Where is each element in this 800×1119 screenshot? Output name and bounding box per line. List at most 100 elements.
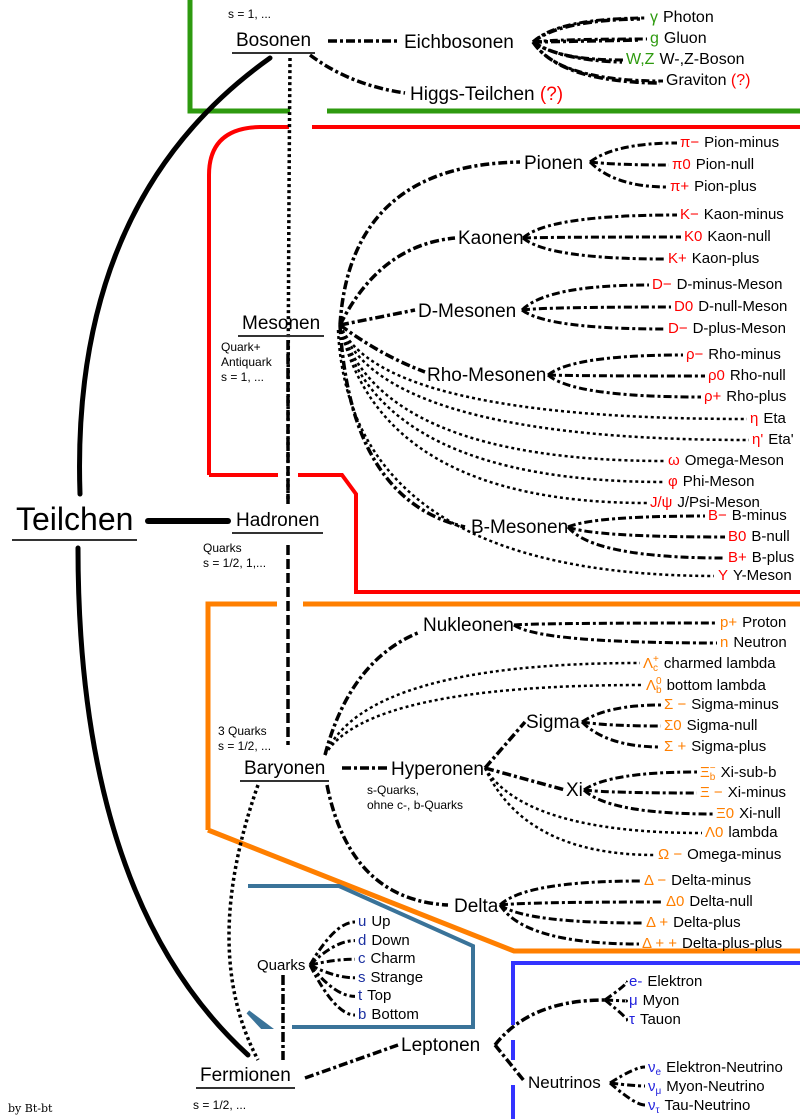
particle-name: Rho-minus bbox=[708, 346, 781, 363]
particle-name: B-plus bbox=[751, 549, 795, 566]
particle-name: Charm bbox=[370, 950, 416, 968]
node-eichbosonen: Eichbosonen bbox=[404, 32, 514, 53]
particle-name: Kaon-null bbox=[707, 228, 771, 245]
particle-symbol: D0 bbox=[674, 298, 694, 315]
node-hyperonen: Hyperonen bbox=[391, 759, 484, 780]
particle-name: Bottom bbox=[371, 1006, 419, 1023]
node-higgs: Higgs-Teilchen (?) bbox=[410, 85, 563, 104]
particle-name: Delta-plus bbox=[673, 914, 741, 931]
node-baryonen: Baryonen bbox=[240, 759, 330, 782]
particle-name: Graviton bbox=[666, 72, 727, 89]
node-fermionen: Fermionen bbox=[196, 1066, 295, 1089]
particle-symbol: Υ bbox=[718, 567, 729, 584]
particle-symbol: π0 bbox=[672, 156, 691, 173]
particle-symbol: ω bbox=[668, 452, 680, 469]
leaf-connector bbox=[521, 308, 666, 331]
leaf-connector bbox=[547, 353, 684, 377]
deltas-item: Δ −Delta-minus bbox=[644, 873, 751, 888]
quarks-boundary bbox=[246, 884, 475, 1029]
leptons-boundary bbox=[511, 961, 800, 1119]
leaf-connector bbox=[338, 324, 648, 505]
particle-name: Phi-Meson bbox=[682, 473, 755, 490]
link-mesonen-kaonen bbox=[338, 236, 456, 326]
leaf-connector bbox=[547, 373, 706, 378]
leaf-connector bbox=[531, 41, 664, 83]
link-hyperonen-xi bbox=[484, 766, 566, 792]
particle-name: Pion-plus bbox=[694, 178, 757, 195]
particle-symbol: J/ψ bbox=[650, 494, 673, 511]
particle-name: Neutron bbox=[733, 634, 787, 651]
leaf-connector bbox=[567, 525, 726, 539]
particle-name: bottom lambda bbox=[666, 676, 766, 694]
particle-symbol: d bbox=[358, 931, 367, 949]
node-bosonen: Bosonen bbox=[232, 31, 316, 54]
particle-symbol: μ bbox=[629, 992, 638, 1009]
particle-name: charmed lambda bbox=[663, 654, 776, 672]
particle-symbol: γ bbox=[650, 9, 658, 26]
particle-symbol: ρ0 bbox=[708, 367, 725, 384]
leaf-connector bbox=[521, 213, 678, 240]
particle-symbol: ν e bbox=[648, 1058, 662, 1078]
particle-name: Y-Meson bbox=[733, 567, 792, 584]
particle-symbol: τ bbox=[629, 1011, 635, 1028]
pions-item: π−Pion-minus bbox=[680, 135, 779, 150]
note-fermionen: s = 1/2, ... bbox=[193, 1098, 247, 1112]
leaf-connector bbox=[581, 720, 662, 728]
leaf-connector bbox=[532, 37, 648, 44]
node-sigma: Sigma bbox=[526, 712, 580, 733]
particle-symbol: Δ + + bbox=[642, 935, 678, 952]
particle-symbol: e- bbox=[629, 973, 643, 990]
particle-symbol: ν τ bbox=[648, 1096, 660, 1116]
deltas-item: Δ + +Delta-plus-plus bbox=[642, 936, 782, 951]
particle-name: Top bbox=[367, 987, 392, 1005]
leaf-connector bbox=[604, 998, 629, 1003]
d-mesons-item: D−D-minus-Meson bbox=[652, 277, 782, 292]
leaf-connector bbox=[583, 770, 698, 792]
particle-name: lambda bbox=[728, 824, 778, 841]
bosons-boundary bbox=[187, 0, 800, 114]
particle-symbol: u bbox=[358, 913, 367, 930]
node-mesonen: Mesonen bbox=[238, 314, 325, 337]
node-pionen: Pionen bbox=[524, 153, 584, 174]
particle-symbol: Σ0 bbox=[664, 717, 682, 734]
leaf-connector bbox=[531, 16, 648, 44]
leaf-connector bbox=[583, 788, 698, 795]
leaf-connector bbox=[338, 324, 750, 442]
leaf-connector bbox=[323, 661, 641, 756]
note-bosonen: s = 1, ... bbox=[228, 7, 272, 21]
b-mesons-item: B−B-minus bbox=[708, 508, 787, 523]
particle-symbol: B+ bbox=[728, 549, 747, 566]
particle-name: Gluon bbox=[663, 30, 707, 47]
node-nukleonen: Nukleonen bbox=[423, 615, 514, 636]
particle-name: Down bbox=[371, 931, 410, 949]
higgs-label: Higgs-Teilchen bbox=[410, 84, 535, 105]
particle-symbol: π− bbox=[680, 134, 700, 151]
link-mesonen-bmes bbox=[338, 324, 466, 529]
particle-name: Xi-sub-b bbox=[720, 763, 777, 781]
node-rho-mesonen: Rho-Mesonen bbox=[427, 365, 547, 386]
other-hyperons-item: Ω −Omega-minus bbox=[658, 847, 781, 862]
link-leptonen-charged bbox=[493, 998, 606, 1047]
leaf-connector bbox=[589, 160, 670, 167]
leaf-connector bbox=[521, 305, 672, 312]
leaf-connector bbox=[499, 900, 664, 907]
particle-symbol: c bbox=[358, 950, 366, 968]
pions-item: π+Pion-plus bbox=[670, 179, 757, 194]
particle-name: Kaon-plus bbox=[691, 250, 760, 267]
particle-symbol: D− bbox=[652, 276, 672, 293]
particle-symbol: Σ + bbox=[664, 738, 687, 755]
particle-symbol: ρ− bbox=[686, 346, 704, 363]
note-hadronen: Quarks s = 1/2, 1,... bbox=[203, 541, 267, 570]
